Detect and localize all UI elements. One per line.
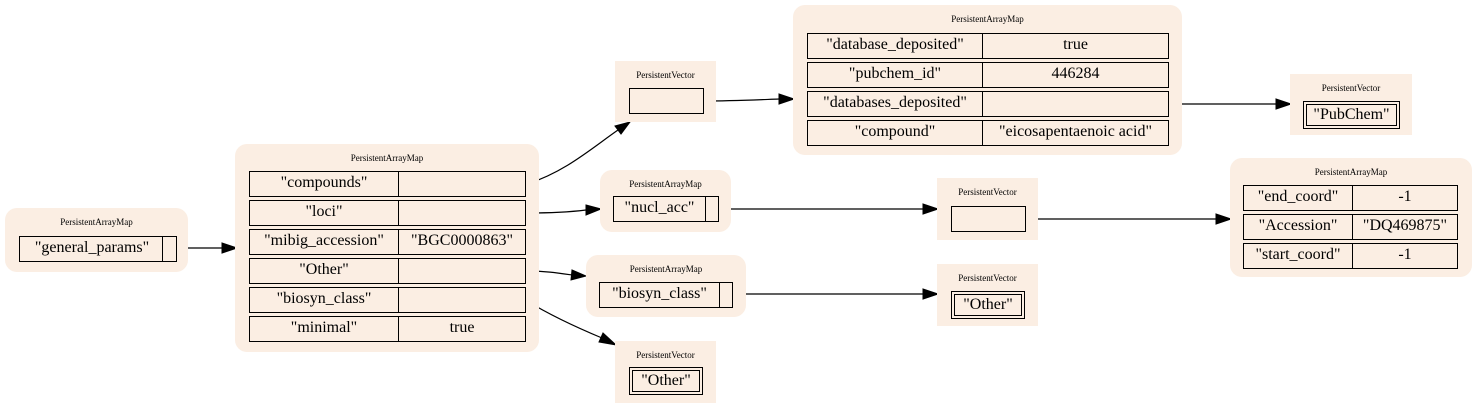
cell-value: "PubChem" — [1303, 101, 1400, 129]
cell-key: "pubchem_id" — [807, 62, 983, 88]
cell-key: "Other" — [249, 258, 399, 284]
node-title: PersistentArrayMap — [350, 153, 424, 163]
cell-value — [162, 236, 177, 262]
cell-value: "BGC0000863" — [398, 229, 526, 255]
cell-key: "databases_deposited" — [807, 91, 983, 117]
cell-value — [398, 200, 526, 226]
edge-databases-to-pubchem — [1170, 98, 1293, 110]
cell-key: "start_coord" — [1243, 243, 1353, 269]
cell-value: "eicosapentaenoic acid" — [982, 120, 1169, 146]
cell-value: -1 — [1352, 185, 1458, 211]
node-title: PersistentArrayMap — [60, 217, 133, 227]
node-compounds-vector[interactable]: PersistentVector — [615, 61, 716, 122]
cell-key: "biosyn_class" — [599, 282, 720, 308]
node-title: PersistentArrayMap — [1314, 167, 1388, 177]
cell-value: "DQ469875" — [1352, 214, 1458, 240]
cell-value — [705, 196, 719, 222]
node-params-map[interactable]: PersistentArrayMap "compounds" "loci" "m… — [235, 144, 539, 352]
node-biosyn-class-vector[interactable]: PersistentVector "Other" — [615, 341, 716, 403]
cell-value — [982, 91, 1169, 117]
edge-vector-to-compound-map — [703, 93, 796, 105]
node-title: PersistentArrayMap — [951, 14, 1024, 24]
edge-nucl-acc-to-vector — [719, 203, 940, 215]
node-databases-vector[interactable]: PersistentVector "PubChem" — [1290, 74, 1412, 135]
cell-value: true — [398, 316, 526, 342]
node-root-map[interactable]: PersistentArrayMap "general_params" — [5, 208, 188, 272]
cell-value — [398, 258, 526, 284]
node-title: PersistentArrayMap — [629, 264, 703, 274]
node-other-map[interactable]: PersistentArrayMap "biosyn_class" — [586, 255, 746, 317]
cell-key: "biosyn_class" — [249, 287, 399, 313]
cell-value — [719, 282, 733, 308]
cell-key: "compound" — [807, 120, 983, 146]
cell-key: "end_coord" — [1243, 185, 1353, 211]
edge-vector-to-locus-map — [1026, 213, 1233, 225]
edge-biosyn-class-to-vector — [733, 288, 940, 300]
cell-value — [398, 171, 526, 197]
cell-key: "compounds" — [249, 171, 399, 197]
node-nucl-acc-vector[interactable]: PersistentVector — [937, 178, 1038, 240]
cell-key: "database_deposited" — [807, 33, 983, 59]
cell-key: "nucl_acc" — [613, 196, 706, 222]
cell-key: "mibig_accession" — [249, 229, 399, 255]
cell-value: "Other" — [629, 367, 703, 395]
cell-key: "loci" — [249, 200, 399, 226]
cell-value: 446284 — [982, 62, 1169, 88]
node-title: PersistentArrayMap — [629, 179, 702, 189]
node-title: PersistentVector — [636, 70, 695, 80]
node-locus-map[interactable]: PersistentArrayMap "end_coord" -1 "Acces… — [1230, 158, 1472, 277]
node-title: PersistentVector — [958, 187, 1017, 197]
node-title: PersistentVector — [1321, 83, 1381, 93]
node-title: PersistentVector — [958, 273, 1017, 283]
cell-value: -1 — [1352, 243, 1458, 269]
cell-value: true — [982, 33, 1169, 59]
cell-value: "Other" — [951, 291, 1025, 319]
cell-key: "Accession" — [1243, 214, 1353, 240]
node-title: PersistentVector — [636, 350, 695, 360]
cell-key: "minimal" — [249, 316, 399, 342]
node-loci-map[interactable]: PersistentArrayMap "nucl_acc" — [600, 170, 731, 232]
cell-value — [951, 206, 1026, 232]
node-compound-map[interactable]: PersistentArrayMap "database_deposited" … — [793, 5, 1182, 155]
cell-key: "general_params" — [19, 236, 165, 262]
cell-value — [398, 287, 526, 313]
cell-value — [629, 88, 704, 114]
node-other-class-vector[interactable]: PersistentVector "Other" — [937, 264, 1038, 326]
